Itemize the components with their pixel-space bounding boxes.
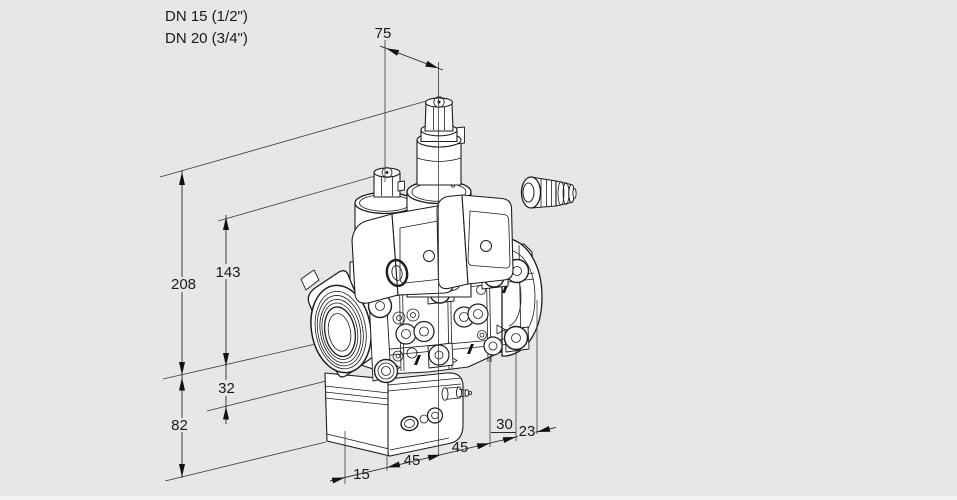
base-side-stub bbox=[441, 386, 472, 401]
cable-gland bbox=[520, 176, 577, 209]
dim-143: 143 bbox=[215, 264, 240, 281]
dim-15: 15 bbox=[353, 466, 370, 483]
dn-label-2: DN 20 (3/4") bbox=[165, 30, 248, 47]
dimension-lines bbox=[179, 40, 557, 484]
dim-208: 208 bbox=[171, 276, 196, 293]
coil-housings bbox=[351, 194, 514, 304]
projection-lines bbox=[159, 97, 438, 482]
dim-32: 32 bbox=[218, 380, 235, 397]
base-ports bbox=[400, 407, 444, 432]
dim-45-right: 45 bbox=[452, 439, 469, 456]
right-coil-housing bbox=[436, 194, 514, 290]
dim-75: 75 bbox=[375, 25, 392, 42]
right-adjuster-cap bbox=[424, 96, 454, 132]
dim-23: 23 bbox=[519, 423, 536, 440]
dim-82: 82 bbox=[171, 417, 188, 434]
threaded-port bbox=[310, 284, 372, 374]
dim-30: 30 bbox=[496, 416, 513, 433]
labels: DN 15 (1/2") DN 20 (3/4") 75 208 143 32 … bbox=[165, 8, 535, 483]
base-actuator-block bbox=[324, 372, 472, 457]
dim-45-left: 45 bbox=[404, 452, 421, 469]
right-stem bbox=[416, 123, 465, 186]
dn-label-1: DN 15 (1/2") bbox=[165, 8, 248, 25]
left-adjuster-cap bbox=[373, 167, 405, 198]
page-edge-strip bbox=[0, 496, 957, 500]
